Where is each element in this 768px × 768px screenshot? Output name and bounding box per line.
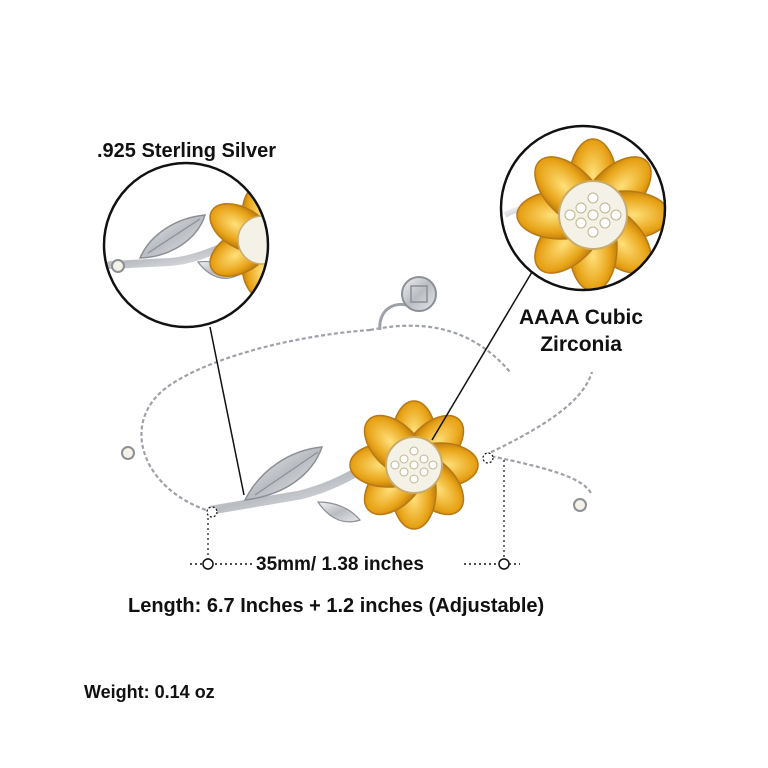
silver-stem — [207, 446, 365, 523]
stone-label: AAAA Cubic Zirconia — [519, 304, 643, 358]
callout-line-silver — [209, 326, 245, 496]
chain-stone-right — [573, 498, 587, 512]
stone-label-line1: AAAA Cubic — [519, 306, 644, 329]
material-label: .925 Sterling Silver — [97, 140, 276, 162]
width-dimension — [190, 452, 520, 570]
bracelet-chain — [140, 324, 594, 514]
weight-label: Weight: 0.14 oz — [84, 682, 215, 702]
stone-label-line2: Zirconia — [540, 333, 622, 356]
chain-stone-left — [121, 446, 135, 460]
callout-line-zirconia — [431, 271, 533, 441]
detail-circle-zirconia — [499, 124, 667, 292]
length-label: Length: 6.7 Inches + 1.2 inches (Adjusta… — [128, 595, 545, 617]
sunflower-pendant — [349, 400, 479, 530]
extender-charm — [378, 276, 437, 331]
detail-circle-silver — [102, 161, 270, 329]
width-label: 35mm/ 1.38 inches — [256, 554, 424, 575]
